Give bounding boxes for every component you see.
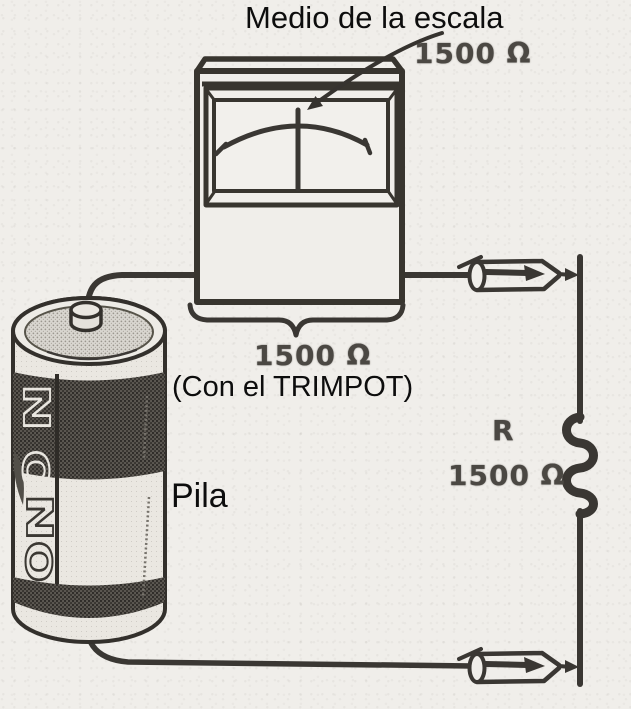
battery-fine-print [141, 395, 151, 598]
probe-body [474, 258, 562, 293]
probe-cap [467, 652, 487, 684]
probe-connector-top [457, 255, 579, 293]
meter-screen [212, 98, 390, 193]
battery-label: Pila [171, 477, 228, 515]
resistor-symbol [562, 412, 598, 519]
battery-band-lower [13, 577, 165, 618]
meter-illustration [194, 56, 405, 305]
battery-top-shadow-arc [46, 348, 138, 361]
meter-screen-frame [203, 85, 400, 208]
battery-letter-4: O [17, 541, 59, 582]
probe-inner-arrow-shaft [483, 661, 530, 668]
annotation-arrow [307, 31, 444, 110]
trimpot-note: (Con el TRIMPOT) [172, 371, 414, 403]
probe-bus-arrowhead [565, 268, 579, 281]
meter-resistance-value: 1500 Ω [254, 339, 372, 372]
meter-scale-tick-right [362, 137, 373, 156]
battery-letter-3: N [18, 494, 60, 541]
probe-body [474, 650, 562, 685]
probe-inner-arrow-head [524, 657, 545, 673]
probe-bus-arrowhead [565, 660, 579, 673]
resistor-value: 1500 Ω [448, 459, 566, 492]
probe-crimp-tick [457, 647, 483, 661]
meter-scale-tick-left [213, 141, 229, 157]
probe-cap [467, 260, 487, 292]
battery-letter-2: O [14, 450, 56, 491]
resistor-designator: R [492, 414, 515, 447]
meter-brace [187, 302, 406, 338]
mid-scale-resistance-value: 1500 Ω [414, 37, 532, 70]
battery-illustration: N O N O [11, 296, 167, 644]
probe-connector-bottom [457, 647, 579, 685]
meter-case-top-edge [194, 56, 405, 73]
meter-frame-bevels [204, 88, 399, 205]
battery-positive-terminal [69, 300, 103, 320]
battery-print-text: N O N O [12, 383, 61, 584]
battery-letter-1: N [15, 384, 57, 431]
probe-crimp-tick [457, 255, 483, 269]
probe-inner-arrow-head [524, 265, 545, 281]
battery-shadow-crescent [13, 450, 24, 505]
battery-band-upper [13, 372, 165, 480]
probe-inner-arrow-shaft [483, 269, 530, 276]
mid-scale-annotation-label: Medio de la escala [245, 0, 504, 35]
